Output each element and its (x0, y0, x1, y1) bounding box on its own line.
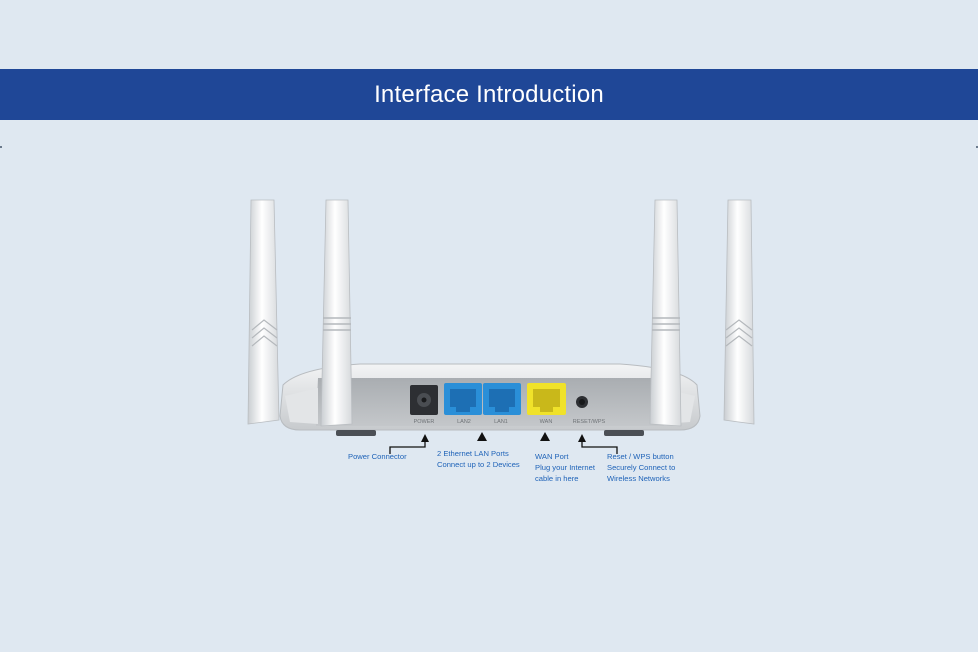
router-foot-right (604, 430, 644, 436)
lan-callout-line2: Connect up to 2 Devices (437, 460, 520, 469)
reset-callout-arrow (578, 434, 618, 454)
reset-callout-text: Reset / WPS button Securely Connect to W… (607, 451, 675, 484)
power-callout-arrow (389, 434, 429, 454)
port-label-power: POWER (414, 419, 435, 425)
antenna-outer-right (723, 199, 755, 425)
power-callout-line1: Power Connector (348, 452, 407, 461)
port-label-lan2: LAN2 (457, 419, 471, 425)
port-label-wan: WAN (540, 419, 553, 425)
lan-port-1 (483, 383, 521, 415)
lan-callout-arrow (477, 432, 487, 441)
edge-mark-right (976, 146, 978, 148)
power-callout-text: Power Connector (348, 451, 407, 462)
antenna-inner-left (320, 199, 353, 427)
reset-callout-line2: Securely Connect to (607, 463, 676, 472)
wan-callout-text: WAN Port Plug your Internet cable in her… (535, 451, 595, 484)
title-banner: Interface Introduction (0, 69, 978, 120)
port-label-reset: RESET/WPS (573, 419, 606, 425)
wan-callout-arrow (540, 432, 550, 441)
lan-callout-text: 2 Ethernet LAN Ports Connect up to 2 Dev… (437, 448, 520, 470)
port-label-lan1: LAN1 (494, 419, 508, 425)
page-title: Interface Introduction (374, 80, 604, 108)
router-foot-left (336, 430, 376, 436)
reset-callout-line1: Reset / WPS button (607, 452, 674, 461)
lan-callout-line1: 2 Ethernet LAN Ports (437, 449, 509, 458)
wan-port (527, 383, 566, 415)
antenna-outer-left (247, 199, 280, 425)
reset-wps-button (576, 396, 588, 408)
wan-callout-line3: cable in here (535, 474, 579, 483)
lan-port-2 (444, 383, 482, 415)
edge-mark-left (0, 146, 2, 148)
reset-callout-line3: Wireless Networks (607, 474, 670, 483)
wan-callout-line2: Plug your Internet (535, 463, 595, 472)
power-port (410, 385, 438, 415)
antenna-inner-right (649, 199, 682, 427)
wan-callout-line1: WAN Port (535, 452, 569, 461)
